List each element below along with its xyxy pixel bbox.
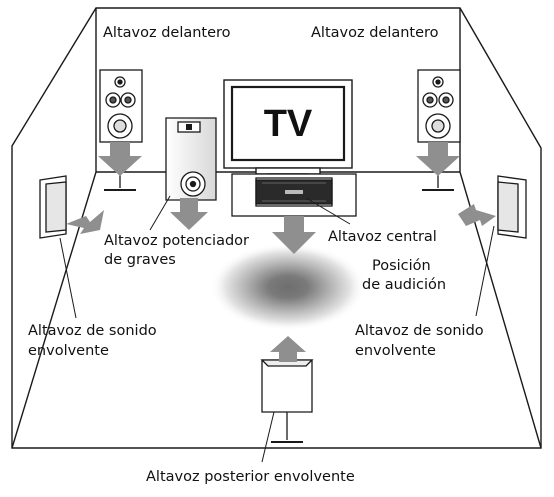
tv-set <box>223 79 353 179</box>
arrow-surround-right <box>458 204 496 226</box>
arrow-front-left <box>98 142 142 176</box>
surround-left-label-line1: Altavoz de sonido <box>28 323 157 339</box>
center-speaker-label: Altavoz central <box>328 229 437 245</box>
arrow-front-right <box>416 142 460 176</box>
sound-arrows <box>66 142 496 362</box>
arrow-center <box>272 216 316 254</box>
front-left-speaker-label: Altavoz delantero <box>103 25 231 41</box>
listening-position-label-line2: de audición <box>362 277 447 293</box>
arrow-subwoofer <box>170 198 208 230</box>
subwoofer-label-line2: de graves <box>104 252 176 268</box>
front-right-speaker-label: Altavoz delantero <box>311 25 439 41</box>
surround-right-speaker <box>497 175 527 239</box>
listening-position-spot <box>210 243 366 331</box>
subwoofer-label-line1: Altavoz potenciador <box>104 233 249 249</box>
surround-back-speaker <box>260 359 314 443</box>
arrow-surround-left <box>66 210 104 234</box>
surround-right-label-line2: envolvente <box>355 343 436 359</box>
arrow-surround-back <box>270 336 306 362</box>
surround-back-label: Altavoz posterior envolvente <box>146 469 355 485</box>
leader-lines <box>59 195 495 463</box>
center-speaker <box>255 179 333 205</box>
subwoofer <box>165 117 217 201</box>
listening-position-label-line1: Posición <box>372 258 431 274</box>
front-right-speaker <box>417 69 461 191</box>
front-left-speaker <box>99 69 143 191</box>
surround-left-label-line2: envolvente <box>28 343 109 359</box>
surround-right-label-line1: Altavoz de sonido <box>355 323 484 339</box>
tv-label: TV <box>264 103 313 145</box>
surround-left-speaker <box>39 175 67 239</box>
